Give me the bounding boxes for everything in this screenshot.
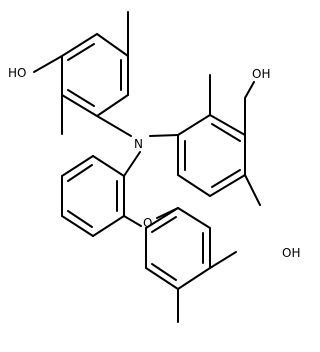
bond [145, 267, 179, 290]
ring-lower-right [145, 207, 237, 323]
ring-upper-right [177, 74, 261, 206]
bond-hydroxyl [244, 81, 255, 99]
bond [177, 114, 211, 136]
bond-double-inner [211, 169, 241, 188]
bond-ring-to-nitrogen [96, 115, 132, 137]
bond-hydroxyl [209, 251, 237, 269]
bond [209, 114, 246, 136]
bond [61, 94, 98, 117]
bond [96, 33, 129, 57]
bond-hydroxyl [33, 55, 63, 73]
bond [61, 215, 94, 237]
bond-double-inner [67, 164, 93, 182]
bond [209, 174, 246, 197]
bond-double-inner [67, 89, 95, 107]
hydroxyl-label-top-right: OH [252, 67, 270, 81]
bond [177, 207, 211, 229]
bond-double-inner [211, 123, 241, 142]
bond [92, 155, 125, 177]
bond [96, 94, 129, 117]
bond-double-inner [67, 43, 95, 61]
bond [61, 33, 98, 57]
hydroxyl-label-bottom-right: OH [282, 246, 300, 260]
bond [61, 155, 94, 177]
bond [92, 215, 125, 237]
nitrogen-label: N [134, 137, 143, 151]
bond-methyl [244, 174, 261, 206]
bond-nitrogen-to-ring [149, 134, 179, 137]
bond-double-inner [67, 210, 93, 228]
bond [177, 267, 211, 290]
hydroxyl-label-top-left: HO [8, 66, 26, 80]
bond-ring-to-oxygen [123, 215, 142, 227]
bond-double-inner [151, 216, 177, 233]
bond-double-inner [151, 263, 177, 281]
bond-nitrogen-to-ring [123, 151, 141, 177]
bond [145, 207, 179, 229]
ring-center [61, 155, 125, 237]
bond [177, 174, 211, 197]
ether-oxygen-label: O [143, 216, 152, 230]
ring-upper-left [33, 11, 129, 135]
